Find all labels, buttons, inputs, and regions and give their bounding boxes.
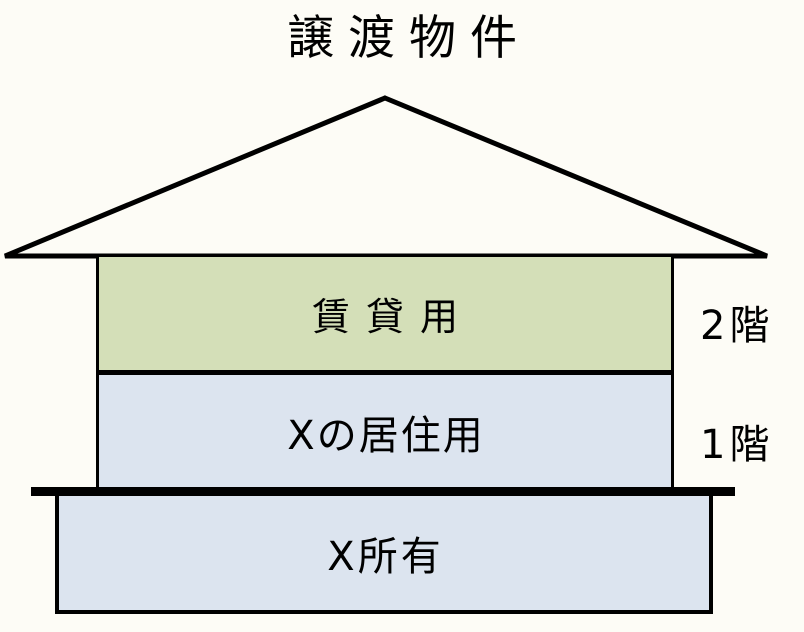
floor-block-first: Xの居住用	[96, 372, 674, 491]
floor-block-second: 賃貸用	[96, 254, 674, 373]
page-title: 譲渡物件	[287, 11, 531, 66]
roof-shape	[4, 95, 768, 259]
floor-note-first: 1階	[700, 422, 774, 468]
roof-triangle-icon	[4, 95, 768, 259]
floor-label-first: Xの居住用	[287, 412, 485, 459]
ground-line	[31, 487, 735, 496]
base-label: X所有	[327, 534, 444, 580]
base-block-ownership: X所有	[55, 492, 713, 614]
floor-label-second: 賃貸用	[311, 295, 474, 339]
floor-note-second: 2階	[700, 303, 774, 349]
